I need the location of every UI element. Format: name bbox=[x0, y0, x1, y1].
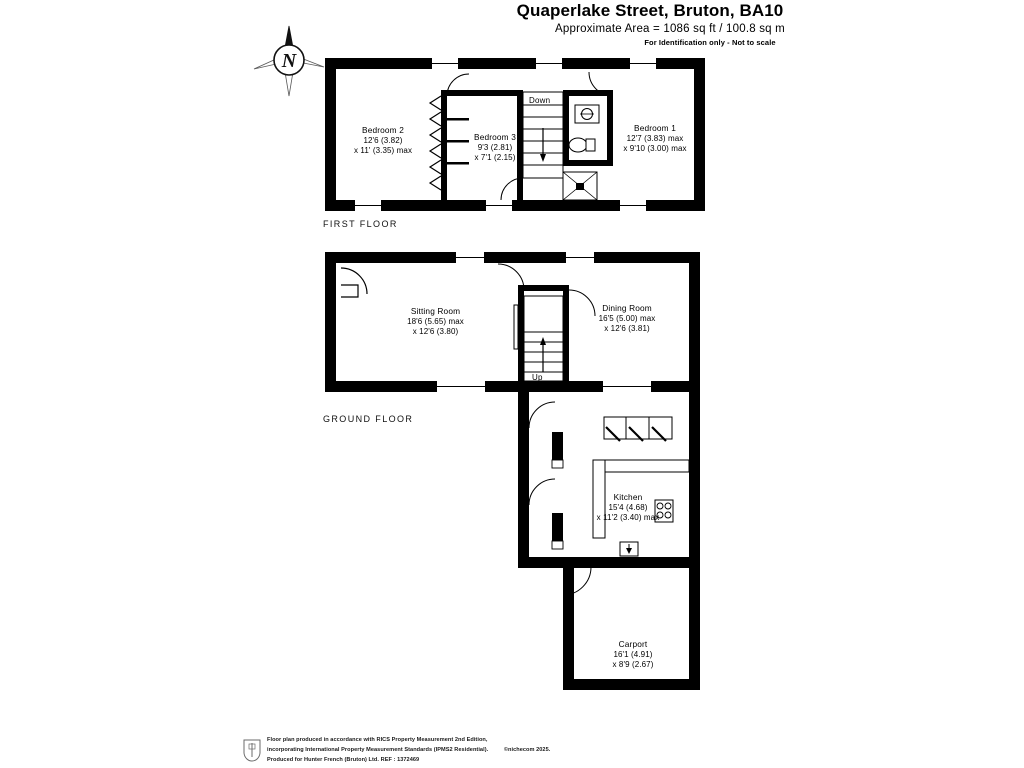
compass-rose-icon: N bbox=[252, 22, 326, 98]
room-label-bedroom-2: Bedroom 2 12'6 (3.82) x 11' (3.35) max bbox=[333, 125, 433, 156]
room-dimension-line-1: 16'5 (5.00) max bbox=[598, 313, 656, 323]
wing-walls bbox=[518, 381, 700, 690]
wardrobe-shelves-bedroom-2 bbox=[441, 118, 469, 165]
room-label-kitchen: Kitchen 15'4 (4.68) x 11'2 (3.40) max bbox=[572, 492, 684, 523]
footer-line-2-wrapper: incorporating International Property Mea… bbox=[267, 746, 767, 756]
disclaimer-text: For Identification only - Not to scale bbox=[644, 38, 776, 47]
first-floor-plan bbox=[325, 58, 705, 211]
room-dimension-line-2: x 8'9 (2.67) bbox=[612, 659, 654, 669]
room-name: Bedroom 3 bbox=[474, 132, 516, 142]
room-dimension-line-2: x 11'2 (3.40) max bbox=[596, 512, 660, 522]
wall-landing-north bbox=[441, 90, 523, 96]
room-dimension-line-1: 15'4 (4.68) bbox=[608, 502, 648, 512]
room-label-sitting-room: Sitting Room 18'6 (5.65) max x 12'6 (3.8… bbox=[378, 306, 493, 337]
room-label-bedroom-1: Bedroom 1 12'7 (3.83) max x 9'10 (3.00) … bbox=[600, 123, 710, 154]
compass-north-label: N bbox=[281, 50, 298, 72]
floor-label-ground: GROUND FLOOR bbox=[323, 414, 414, 424]
room-dimension-line-2: x 12'6 (3.80) bbox=[412, 326, 459, 336]
room-dimension-line-2: x 9'10 (3.00) max bbox=[623, 143, 687, 153]
room-name: Bedroom 1 bbox=[634, 123, 676, 133]
room-dimension-line-2: x 12'6 (3.81) bbox=[604, 323, 650, 333]
wall-stair-left bbox=[517, 90, 523, 200]
room-dimension-line-2: x 11' (3.35) max bbox=[353, 145, 413, 155]
room-dimension-line-1: 12'7 (3.83) max bbox=[626, 133, 684, 143]
staircase-down bbox=[522, 91, 564, 179]
room-label-bedroom-3: Bedroom 3 9'3 (2.81) x 7'1 (2.15) bbox=[450, 132, 540, 163]
room-dimension-line-1: 16'1 (4.91) bbox=[613, 649, 653, 659]
wardrobe-doors-bedroom-2 bbox=[428, 95, 442, 191]
staircase-up bbox=[513, 295, 564, 382]
footer: Floor plan produced in accordance with R… bbox=[240, 735, 800, 767]
ground-floor-plan bbox=[325, 252, 700, 690]
bathroom-fittings-first-floor bbox=[562, 104, 600, 201]
kitchen-units bbox=[592, 459, 690, 557]
wall-bed1-left bbox=[607, 90, 613, 166]
room-name: Dining Room bbox=[602, 303, 652, 313]
wall-bath-south bbox=[563, 160, 613, 166]
door-frames-hall bbox=[551, 459, 564, 550]
door-swings-first-floor bbox=[446, 71, 614, 201]
stair-label-down: Down bbox=[529, 96, 551, 105]
room-dimension-line-1: 18'6 (5.65) max bbox=[407, 316, 464, 326]
wall-between-bed2-bed3 bbox=[441, 90, 447, 200]
wall-hall-north bbox=[518, 285, 569, 291]
footer-line-2: incorporating International Property Mea… bbox=[267, 746, 489, 753]
floor-label-first: FIRST FLOOR bbox=[323, 219, 398, 229]
room-name: Kitchen bbox=[613, 492, 643, 502]
footer-line-1: Floor plan produced in accordance with R… bbox=[267, 737, 488, 743]
room-dimension-line-1: 9'3 (2.81) bbox=[477, 142, 513, 152]
door-swings-ground-floor bbox=[497, 263, 596, 596]
room-dimension-line-1: 12'6 (3.82) bbox=[363, 135, 403, 145]
stair-label-up: Up bbox=[532, 373, 543, 382]
under-stairs-detail bbox=[603, 416, 673, 442]
room-dimension-line-2: x 7'1 (2.15) bbox=[474, 152, 516, 162]
rics-logo-icon bbox=[240, 737, 264, 763]
carport-fill-2 bbox=[574, 568, 689, 679]
sitting-room-fireplace bbox=[340, 267, 368, 298]
wall-hall-dining bbox=[563, 290, 569, 385]
footer-text-block: Floor plan produced in accordance with R… bbox=[267, 736, 767, 765]
wall-bath-north bbox=[563, 90, 613, 96]
room-name: Bedroom 2 bbox=[362, 125, 404, 135]
wall-stair-right bbox=[563, 90, 569, 165]
footer-line-3: Produced for Hunter French (Bruton) Ltd.… bbox=[267, 756, 420, 763]
footer-copyright: ©nichecom 2025. bbox=[503, 746, 551, 753]
room-label-carport: Carport 16'1 (4.91) x 8'9 (2.67) bbox=[578, 639, 688, 670]
approximate-area-text: Approximate Area = 1086 sq ft / 100.8 sq… bbox=[555, 23, 785, 35]
wall-sitting-hall bbox=[518, 290, 524, 385]
room-name: Sitting Room bbox=[410, 306, 461, 316]
page-title: Quaperlake Street, Bruton, BA10 bbox=[516, 1, 784, 20]
room-label-dining-room: Dining Room 16'5 (5.00) max x 12'6 (3.81… bbox=[568, 303, 686, 334]
room-name: Carport bbox=[618, 639, 648, 649]
